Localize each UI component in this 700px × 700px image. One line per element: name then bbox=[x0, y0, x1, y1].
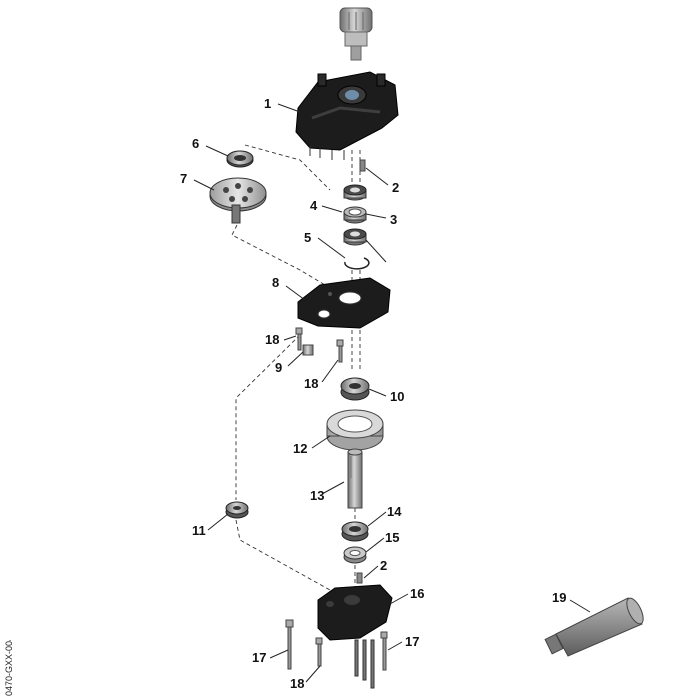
callout-19: 19 bbox=[552, 590, 566, 605]
motor-flange-part bbox=[339, 7, 373, 61]
lower-bearing-part bbox=[341, 521, 369, 542]
small-bearing-part bbox=[226, 150, 254, 168]
callout-3: 3 bbox=[390, 212, 397, 227]
spur-gear-part bbox=[209, 177, 267, 224]
callout-5: 5 bbox=[304, 230, 311, 245]
drive-shaft-part bbox=[347, 448, 363, 509]
drawing-code-text: 0470-GXX-0042 bbox=[4, 640, 14, 696]
callout-labels: 1 2 3 4 5 6 7 8 9 10 11 12 13 14 15 2 16… bbox=[180, 96, 566, 691]
spacer-ring-part bbox=[343, 546, 367, 564]
callout-18b: 18 bbox=[304, 376, 318, 391]
callout-6: 6 bbox=[192, 136, 199, 151]
bearing-stack-part bbox=[343, 184, 367, 246]
callout-13: 13 bbox=[310, 488, 324, 503]
callout-17b: 17 bbox=[405, 634, 419, 649]
callout-2b: 2 bbox=[380, 558, 387, 573]
screw-part bbox=[295, 327, 344, 363]
callout-15: 15 bbox=[385, 530, 399, 545]
pin-part bbox=[359, 159, 366, 172]
leader-lines bbox=[193, 103, 591, 683]
callout-4: 4 bbox=[310, 198, 318, 213]
upper-housing-part bbox=[295, 71, 399, 160]
callout-1: 1 bbox=[264, 96, 271, 111]
lower-housing-part bbox=[317, 584, 393, 641]
drawing-code: 0470-GXX-0042 bbox=[2, 640, 16, 696]
callout-8: 8 bbox=[272, 275, 279, 290]
callout-14: 14 bbox=[387, 504, 402, 519]
callout-10: 10 bbox=[390, 389, 404, 404]
circlip-part bbox=[344, 257, 370, 270]
ball-bearing-part bbox=[340, 377, 370, 401]
middle-housing-part bbox=[297, 277, 391, 329]
nut-part bbox=[302, 344, 314, 356]
callout-17: 17 bbox=[252, 650, 266, 665]
callout-18: 18 bbox=[265, 332, 279, 347]
grease-tube-part bbox=[544, 597, 644, 657]
callout-12: 12 bbox=[293, 441, 307, 456]
callout-9: 9 bbox=[275, 360, 282, 375]
callout-16: 16 bbox=[410, 586, 424, 601]
side-bearing-part bbox=[225, 501, 249, 519]
callout-11: 11 bbox=[192, 523, 206, 538]
callout-18c: 18 bbox=[290, 676, 304, 691]
ring-gear-part bbox=[326, 409, 384, 451]
pin-part bbox=[356, 572, 363, 584]
callout-2: 2 bbox=[392, 180, 399, 195]
long-screw-part bbox=[285, 619, 388, 689]
callout-7: 7 bbox=[180, 171, 187, 186]
